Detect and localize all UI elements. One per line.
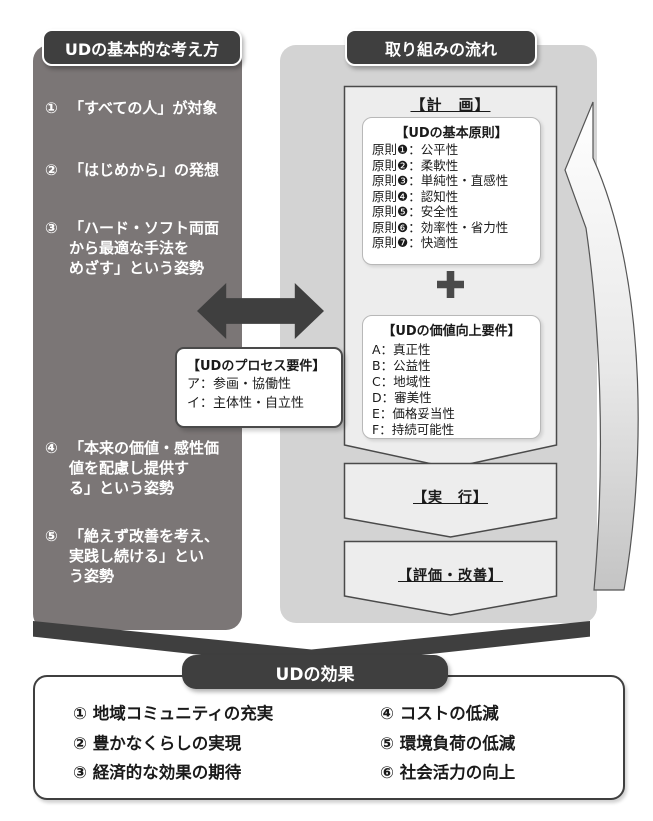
value-requirements-list: A：真正性 B：公益性 C：地域性 D：審美性 E：価格妥当性 F：持続可能性 [363,339,540,438]
effects-list-left: ① 地域コミュニティの充実 ② 豊かなくらしの実現 ③ 経済的な効果の期待 [73,699,273,788]
effects-box: ① 地域コミュニティの充実 ② 豊かなくらしの実現 ③ 経済的な効果の期待 ④ … [33,675,625,800]
list-item: D：審美性 [372,390,432,405]
item-text: 「はじめから」の発想 [69,161,220,179]
list-item: ① 地域コミュニティの充実 [73,704,274,723]
item-number: ③ [45,219,58,237]
item-number: ④ [45,439,58,457]
list-item: ③ 「ハード・ソフト両面 から最適な手法を めざす」という姿勢 [45,218,237,278]
list-item: 原則❶：公平性 [372,142,459,157]
effects-title: UDの効果 [182,655,448,689]
list-item: ア：参画・協働性 [187,377,292,392]
item-text: 「絶えず改善を考え、 実践し続ける」とい う姿勢 [69,527,220,585]
list-item: 原則❹：認知性 [372,188,459,204]
workflow-panel: 【計 画】 【UDの基本原則】 原則❶：公平性 原則❷：柔軟性 原則❸：単純性・… [280,45,597,623]
list-item: ④ コストの低減 [380,704,499,723]
list-item: ④ 「本来の価値・感性価 値を配慮し提供す る」という姿勢 [45,438,237,498]
item-text: 「すべての人」が対象 [69,99,218,117]
list-item: イ：主体性・自立性 [187,396,305,411]
process-requirements-title: 【UDのプロセス要件】 [187,359,326,374]
basic-concepts-title: UDの基本的な考え方 [42,29,242,66]
value-requirements-box: 【UDの価値向上要件】 A：真正性 B：公益性 C：地域性 D：審美性 E：価格… [362,315,541,439]
do-step-box: 【実 行】 [343,462,558,539]
list-item: ③ 経済的な効果の期待 [73,763,242,782]
principles-list: 原則❶：公平性 原則❷：柔軟性 原則❸：単純性・直感性 原則❹：認知性 原則❺：… [363,141,540,251]
item-number: ② [45,161,58,179]
chevron-box-shape [343,462,558,538]
plan-step-box: 【計 画】 【UDの基本原則】 原則❶：公平性 原則❷：柔軟性 原則❸：単純性・… [343,85,558,470]
list-item: C：地域性 [372,374,431,389]
principles-box: 【UDの基本原則】 原則❶：公平性 原則❷：柔軟性 原則❸：単純性・直感性 原則… [362,117,541,265]
list-item: E：価格妥当性 [372,406,455,421]
feedback-cycle-arrow-icon [564,101,639,591]
list-item: 原則❷：柔軟性 [372,157,459,173]
evaluate-improve-step-box: 【評価・改善】 [343,540,558,617]
list-item: ② 「はじめから」の発想 [45,160,237,180]
list-item: 原則❼：快適性 [372,235,459,250]
do-label: 【実 行】 [413,490,488,506]
list-item: ⑥ 社会活力の向上 [380,763,516,782]
item-number: ⑤ [45,527,58,545]
list-item: ⑤ 「絶えず改善を考え、 実践し続ける」とい う姿勢 [45,526,237,586]
list-item: ① 「すべての人」が対象 [45,98,237,118]
evaluate-improve-label: 【評価・改善】 [398,568,503,584]
list-item: A：真正性 [372,342,431,357]
process-requirements-box: 【UDのプロセス要件】 ア：参画・協働性 イ：主体性・自立性 [175,347,343,428]
value-requirements-title: 【UDの価値向上要件】 [382,324,521,339]
list-item: F：持続可能性 [372,422,455,437]
effects-list-right: ④ コストの低減 ⑤ 環境負荷の低減 ⑥ 社会活力の向上 [380,699,515,788]
workflow-title: 取り組みの流れ [345,29,537,66]
list-item: 原則❺：安全性 [372,204,459,219]
list-item: B：公益性 [372,358,431,373]
principles-title: 【UDの基本原則】 [395,126,508,141]
plan-label: 【計 画】 [410,96,491,114]
list-item: 原則❸：単純性・直感性 [372,173,509,188]
list-item: ⑤ 環境負荷の低減 [380,733,516,753]
list-item: 原則❻：効率性・省力性 [372,219,509,235]
item-number: ① [45,99,58,117]
chevron-box-shape [343,540,558,616]
item-text: 「ハード・ソフト両面 から最適な手法を めざす」という姿勢 [69,219,220,277]
basic-concepts-panel: ① 「すべての人」が対象 ② 「はじめから」の発想 ③ 「ハード・ソフト両面 か… [33,45,242,630]
list-item: ② 豊かなくらしの実現 [73,733,242,753]
item-text: 「本来の価値・感性価 値を配慮し提供す る」という姿勢 [69,439,220,497]
